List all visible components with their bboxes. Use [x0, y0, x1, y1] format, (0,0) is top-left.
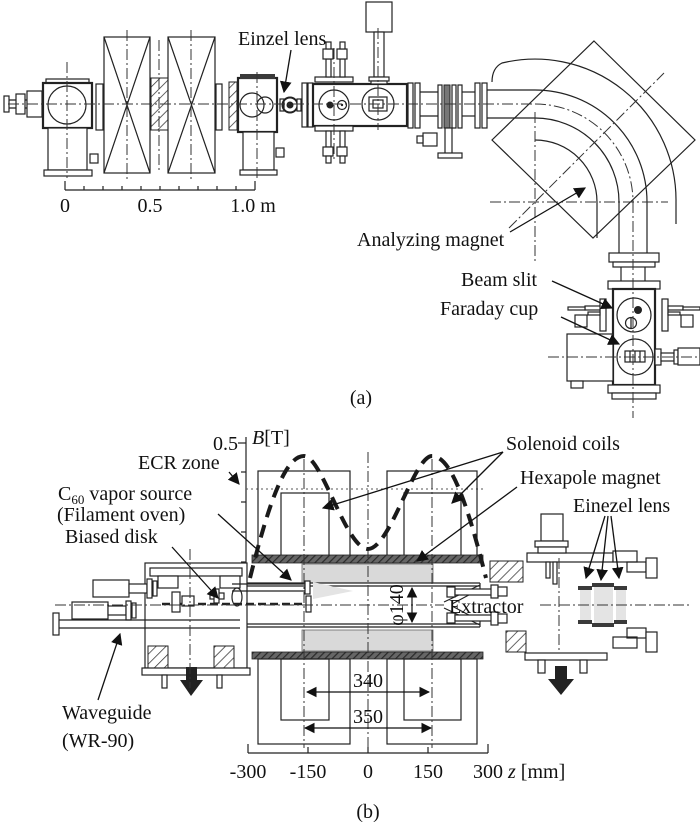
vapor-plume	[313, 582, 353, 599]
faraday-cup-label: Faraday cup	[440, 298, 538, 320]
dimensions: φ140 340 350	[303, 584, 433, 734]
analyzing-magnet	[490, 40, 696, 262]
beam-slit-viewport	[616, 297, 652, 333]
pump-arrow-right	[548, 666, 574, 695]
z-tick-300: 300	[473, 761, 503, 783]
z-axis-title: z [mm]	[507, 761, 565, 783]
panel-a: 0 0.5 1.0 m Einzel lens Analyzing magnet…	[3, 1, 700, 418]
source-chamber	[41, 78, 99, 177]
einezel-lens-label: Einezel lens	[573, 495, 670, 517]
pump-arrow-left	[180, 667, 203, 696]
extraction-assembly	[443, 513, 658, 695]
einzel-lens-electrode	[279, 96, 302, 114]
diagnostic-chamber	[301, 1, 409, 164]
panel-b: 0.5 B[T]	[52, 427, 692, 822]
beam-slit-arrow	[551, 280, 614, 310]
b-field-axis: 0.5 B[T]	[213, 427, 484, 604]
vertical-beamline	[548, 202, 700, 418]
ecr-zone-arrow	[227, 471, 240, 485]
ecr-zone-label: ECR zone	[138, 452, 220, 474]
centerlines-b	[55, 452, 692, 750]
scale-tick-0: 0	[60, 195, 70, 217]
analyzing-magnet-label: Analyzing magnet	[357, 229, 505, 251]
plasma-chamber	[247, 582, 480, 628]
scale-tick-1m: 1.0 m	[230, 195, 276, 217]
faraday-cup-arrow	[560, 316, 621, 345]
hexapole-magnet-label: Hexapole magnet	[520, 467, 661, 489]
gate-valve-section	[407, 82, 535, 159]
panel-b-label: (b)	[356, 801, 379, 822]
solenoid-coils-arrow-right	[451, 451, 504, 504]
biased-disk	[305, 595, 312, 613]
waveguide-rod	[52, 612, 240, 636]
solenoid-coils-label: Solenoid coils	[506, 433, 620, 455]
labels-a: Einzel lens Analyzing magnet Beam slit F…	[238, 28, 621, 409]
einezel-lens-arrow-2	[596, 515, 609, 582]
biased-disk-label: Biased disk	[65, 526, 158, 548]
hexapole-magnet-arrow	[416, 486, 518, 562]
beam-slit-label: Beam slit	[461, 269, 538, 291]
extractor-electrodes	[443, 583, 508, 627]
dim-340-label: 340	[353, 670, 383, 692]
z-tick-150: 150	[413, 761, 443, 783]
chamber-diameter-label: φ140	[386, 584, 408, 626]
einezel-lens-arrow-3	[610, 515, 624, 580]
panel-a-label: (a)	[350, 387, 372, 409]
filament-oven-label: (Filament oven)	[57, 504, 185, 526]
z-tick-n150: -150	[290, 761, 327, 783]
centerlines-a	[8, 28, 535, 180]
analyzing-magnet-arrow	[509, 187, 587, 233]
einzel-lens-label: Einzel lens	[238, 28, 327, 50]
c60-vapor-source-arrow	[217, 513, 292, 581]
b-field-curve	[248, 453, 488, 579]
c60-vapor-source-label: C60 vapor source	[58, 483, 192, 507]
z-tick-0: 0	[363, 761, 373, 783]
scale-bar: 0 0.5 1.0 m	[60, 181, 276, 217]
actuator-motor-1	[92, 579, 130, 598]
dim-350-label: 350	[353, 706, 383, 728]
beam-slit	[634, 306, 642, 314]
solenoid-coils-arrow-left	[321, 451, 504, 511]
z-tick-n300: -300	[230, 761, 267, 783]
b-axis-title: B[T]	[252, 427, 290, 449]
b-axis-tick-label: 0.5	[213, 433, 238, 455]
z-axis: -300 -150 0 150 300 z [mm]	[230, 744, 565, 783]
waveguide-label: Waveguide	[62, 702, 152, 724]
extractor-label: Extractor	[449, 596, 524, 618]
c60-oven-tube	[231, 580, 311, 607]
einezel-lens-arrow-1	[583, 515, 606, 580]
waveguide-arrow	[97, 632, 123, 701]
einzel-lens-arrow	[279, 49, 292, 94]
scale-tick-05: 0.5	[138, 195, 163, 217]
biased-disk-arrow	[171, 546, 219, 599]
magnet-yoke-outline	[491, 40, 696, 239]
labels-b: ECR zone C60 vapor source (Filament oven…	[57, 433, 670, 822]
injection-assembly	[52, 562, 312, 696]
waveguide-type-label: (WR-90)	[62, 730, 134, 752]
